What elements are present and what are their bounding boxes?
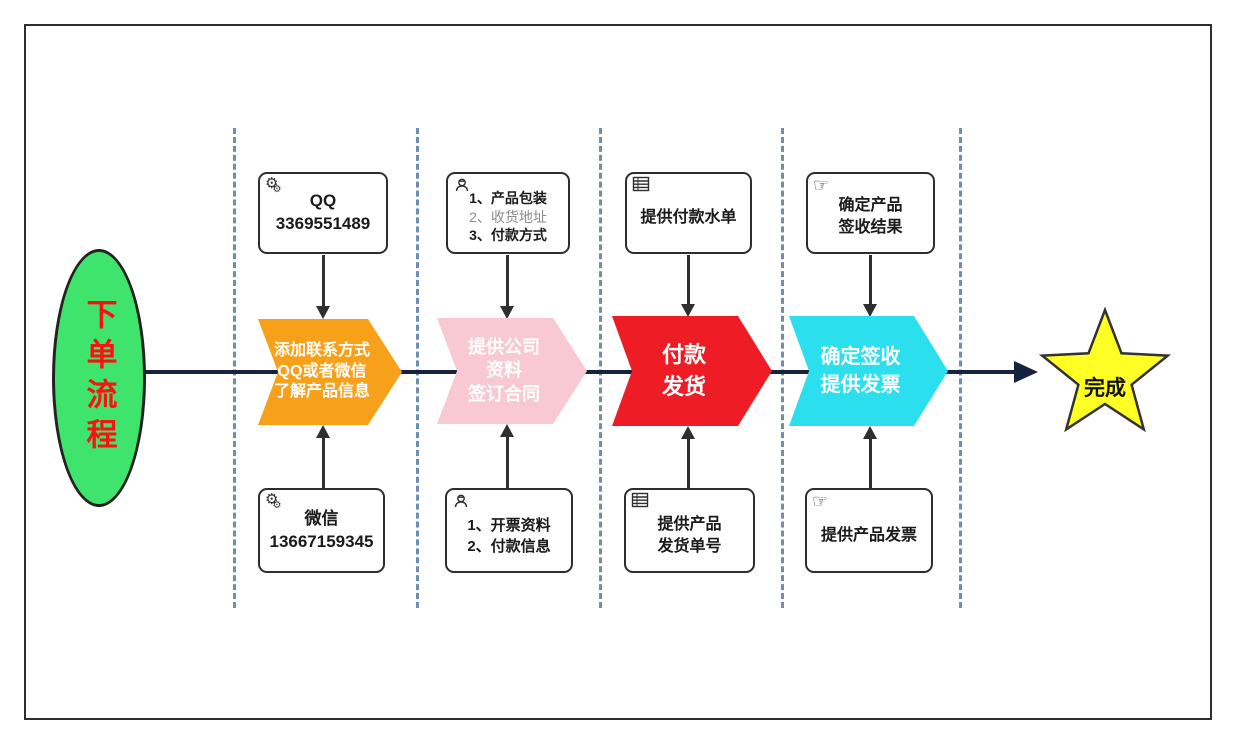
step-label-line: 提供公司 bbox=[468, 336, 540, 357]
connector-line bbox=[505, 255, 509, 307]
connector-line bbox=[868, 255, 872, 305]
connector-line bbox=[321, 437, 325, 488]
gears-icon: ⚙⚙ bbox=[265, 175, 282, 195]
info-box-line: 3、付款方式 bbox=[469, 227, 547, 244]
step-label-line: QQ或者微信 bbox=[277, 362, 367, 380]
arrow-down-icon bbox=[681, 304, 695, 317]
connector-line bbox=[686, 255, 690, 305]
start-node-label: 下单流程 bbox=[81, 298, 117, 458]
lane-separator bbox=[599, 128, 602, 608]
connector-line bbox=[321, 255, 325, 307]
courier-icon bbox=[452, 492, 470, 516]
arrow-down-icon bbox=[316, 306, 330, 319]
step-label-line: 资料 bbox=[486, 360, 522, 381]
info-box-product-invoice: ☞ 提供产品发票 bbox=[805, 488, 933, 573]
lane-separator bbox=[959, 128, 962, 608]
info-box-line: 确定产品 bbox=[838, 197, 903, 215]
step-label-line: 签订合同 bbox=[468, 383, 540, 404]
info-box-line: 提供产品发票 bbox=[820, 526, 917, 544]
connector-line bbox=[686, 438, 690, 488]
step-node-contact: 添加联系方式 QQ或者微信 了解产品信息 bbox=[258, 319, 402, 425]
step-node-contract: 提供公司 资料 签订合同 bbox=[437, 318, 587, 424]
info-box-sign-result: ☞ 确定产品 签收结果 bbox=[806, 172, 935, 254]
step-label-line: 了解产品信息 bbox=[273, 383, 370, 401]
info-box-payment-slip: 提供付款水单 bbox=[625, 172, 752, 254]
lane-separator bbox=[781, 128, 784, 608]
table-icon bbox=[632, 176, 650, 199]
start-node: 下单流程 bbox=[52, 249, 146, 507]
info-box-qq: ⚙⚙ QQ 3369551489 bbox=[258, 172, 388, 254]
connector-line bbox=[505, 436, 509, 488]
step-label-line: 付款 bbox=[661, 342, 706, 368]
info-box-line: 1、产品包装 bbox=[469, 189, 547, 206]
pointing-hand-icon: ☞ bbox=[812, 491, 829, 511]
info-box-line: 3369551489 bbox=[275, 214, 371, 233]
table-icon bbox=[631, 492, 649, 515]
finish-node-label: 完成 bbox=[1084, 377, 1126, 400]
step-label-line: 提供发票 bbox=[820, 374, 901, 396]
info-box-line: 提供产品 bbox=[657, 515, 722, 533]
connector-line bbox=[868, 438, 872, 488]
info-box-line: 1、开票资料 bbox=[467, 517, 551, 535]
lane-separator bbox=[416, 128, 419, 608]
info-box-package: 1、产品包装 2、收货地址 3、付款方式 bbox=[446, 172, 570, 254]
info-box-line: 2、付款信息 bbox=[467, 537, 551, 555]
star-shape bbox=[1038, 306, 1172, 433]
arrow-up-icon bbox=[681, 426, 695, 439]
step-node-payment: 付款 发货 bbox=[612, 316, 772, 426]
info-box-line: 2、收货地址 bbox=[469, 208, 547, 225]
arrow-up-icon bbox=[500, 424, 514, 437]
main-flow-arrowhead-icon bbox=[1014, 361, 1038, 383]
pointing-hand-icon: ☞ bbox=[813, 175, 830, 195]
courier-icon bbox=[453, 176, 471, 199]
step-label-line: 发货 bbox=[661, 374, 706, 399]
info-box-line: QQ bbox=[309, 191, 337, 211]
arrow-down-icon bbox=[500, 306, 514, 319]
step-label-line: 确定签收 bbox=[820, 346, 901, 368]
info-box-wechat: ⚙⚙ 微信 13667159345 bbox=[258, 488, 385, 573]
info-box-line: 提供付款水单 bbox=[640, 209, 737, 227]
info-box-shipping-number: 提供产品 发货单号 bbox=[624, 488, 755, 573]
step-node-receipt: 确定签收 提供发票 bbox=[789, 316, 948, 426]
info-box-invoice-info: 1、开票资料 2、付款信息 bbox=[445, 488, 573, 573]
arrow-up-icon bbox=[863, 426, 877, 439]
lane-separator bbox=[233, 128, 236, 608]
arrow-up-icon bbox=[316, 425, 330, 438]
info-box-line: 发货单号 bbox=[657, 537, 722, 555]
finish-node bbox=[1038, 304, 1172, 450]
arrow-down-icon bbox=[863, 304, 877, 317]
info-box-line: 签收结果 bbox=[838, 219, 903, 236]
gears-icon: ⚙⚙ bbox=[265, 491, 282, 511]
info-box-line: 13667159345 bbox=[269, 531, 374, 551]
step-label-line: 添加联系方式 bbox=[273, 341, 370, 359]
info-box-line: 微信 bbox=[304, 508, 339, 528]
